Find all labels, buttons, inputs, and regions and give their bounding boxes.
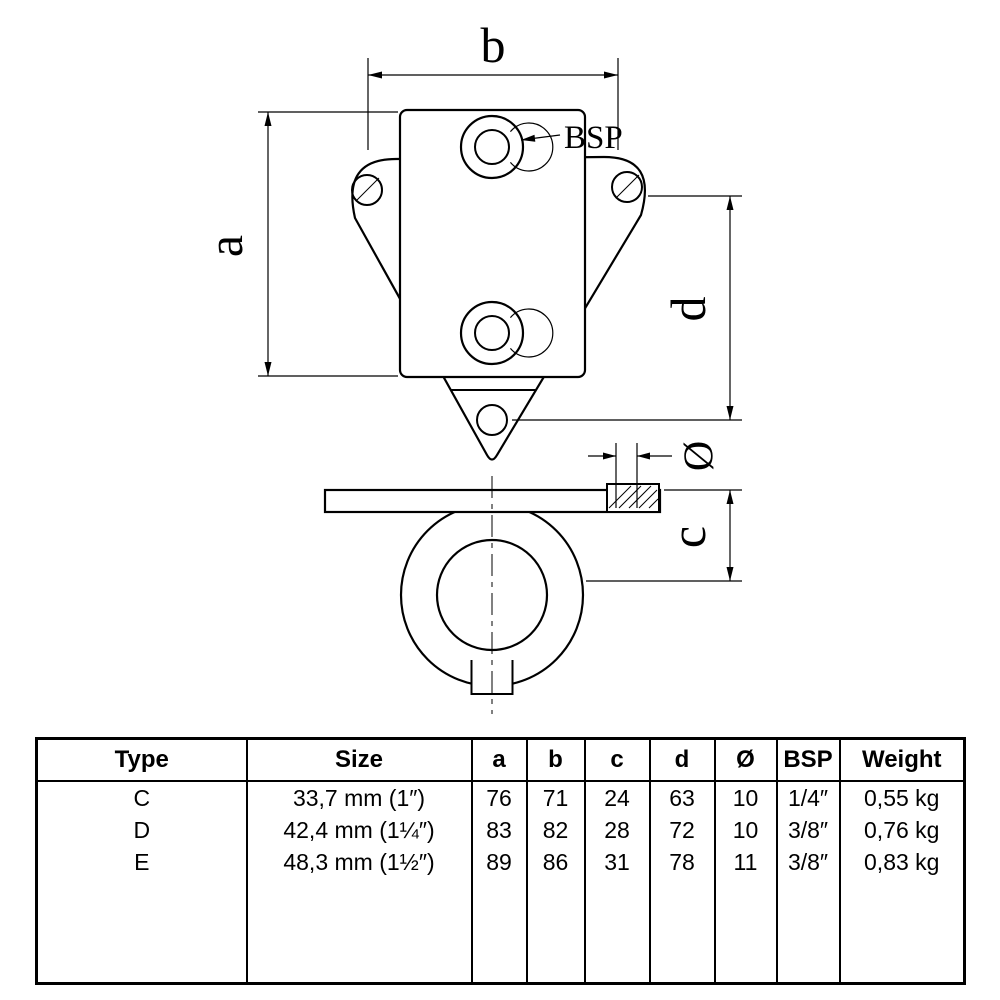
left-ear-hole <box>351 174 383 206</box>
bsp-callout: BSP <box>520 120 623 156</box>
table-cell: 72 <box>648 814 715 846</box>
header-cell-c: c <box>583 738 650 782</box>
table-cell: 1/4″ <box>775 781 840 814</box>
left-ear-hole-mark <box>355 177 380 202</box>
table-cell: 48,3 mm (1½″) <box>245 846 472 878</box>
arrowhead <box>637 452 650 460</box>
table-cell: 31 <box>583 846 650 878</box>
front-view <box>351 108 646 461</box>
top-bsp-hole-inner <box>474 129 510 165</box>
dim-label-d: d <box>660 297 716 322</box>
arrowhead <box>726 567 734 581</box>
right-ear-hole <box>611 171 643 203</box>
side-view <box>323 476 662 714</box>
table-header-row: Type Size a b c d Ø BSP Weight <box>36 738 965 782</box>
arrowhead <box>604 71 618 79</box>
header-cell-diameter: Ø <box>713 738 777 782</box>
arrowhead <box>264 112 272 126</box>
arrowhead <box>726 490 734 504</box>
table-cell: 71 <box>525 781 585 814</box>
table-cell: 63 <box>648 781 715 814</box>
dim-label-diameter: Ø <box>677 441 723 471</box>
header-cell-b: b <box>525 738 585 782</box>
dimension-c: c <box>586 489 742 582</box>
table-cell: 3/8″ <box>775 814 840 846</box>
table-cell: 3/8″ <box>775 846 840 878</box>
table-cell: 78 <box>648 846 715 878</box>
arrowhead <box>368 71 382 79</box>
bottom-bsp-hole-inner <box>474 315 510 351</box>
dim-label-b: b <box>481 17 506 73</box>
arrowhead <box>726 406 734 420</box>
table-cell: D <box>133 816 151 843</box>
table-cell: E <box>134 848 150 875</box>
table-cell: 10 <box>713 781 777 814</box>
bottom-bsp-hole-outer <box>459 300 525 366</box>
table-cell: 24 <box>583 781 650 814</box>
arrowhead <box>726 196 734 210</box>
table-cell: 76 <box>470 781 527 814</box>
table-cell-empty <box>525 878 585 984</box>
table-cell: 89 <box>470 846 527 878</box>
clamp-slot <box>470 660 514 695</box>
table-cell: 10 <box>713 814 777 846</box>
table-cell: 83 <box>470 814 527 846</box>
table-filler-row <box>37 878 965 984</box>
technical-drawing: b a d BSP <box>197 17 742 714</box>
right-ear-hole-mark <box>615 174 640 199</box>
bottom-bsp-hole-thread <box>509 308 554 358</box>
dimension-a: a <box>197 111 398 377</box>
header-cell-weight: Weight <box>838 738 965 782</box>
spec-table: Type Size a b c d Ø BSP Weight C 33,7 mm… <box>35 737 966 985</box>
table-cell-empty <box>713 878 777 984</box>
table-cell: 11 <box>713 846 777 878</box>
spec-table-container: Type Size a b c d Ø BSP Weight C 33,7 mm… <box>35 737 966 985</box>
table-cell-empty <box>838 878 965 984</box>
table-cell-empty <box>245 878 472 984</box>
header-cell-d: d <box>648 738 715 782</box>
table-cell: 86 <box>525 846 585 878</box>
table-row-type-d: D 42,4 mm (1¼″) 83 82 28 72 10 3/8″ 0,76… <box>37 814 965 846</box>
table-cell: 28 <box>583 814 650 846</box>
fitting-body <box>398 108 587 379</box>
table-cell-empty <box>775 878 840 984</box>
lower-lug-hole <box>476 404 508 436</box>
table-row-type-e: E 48,3 mm (1½″) 89 86 31 78 11 3/8″ 0,83… <box>37 846 965 878</box>
arrowhead <box>521 134 536 142</box>
table-cell-empty <box>583 878 650 984</box>
top-bsp-hole-thread <box>509 122 554 172</box>
header-cell-bsp: BSP <box>775 738 840 782</box>
arrowhead <box>264 362 272 376</box>
dim-label-a: a <box>197 235 253 257</box>
table-cell-empty <box>470 878 527 984</box>
table-cell: 33,7 mm (1″) <box>245 781 472 814</box>
top-bsp-hole-outer <box>459 114 525 180</box>
dimension-b: b <box>367 17 619 150</box>
header-cell-type: Type <box>36 738 247 782</box>
table-cell: 82 <box>525 814 585 846</box>
header-cell-size: Size <box>245 738 472 782</box>
table-cell: 0,55 kg <box>838 781 965 814</box>
bsp-label: BSP <box>564 120 623 156</box>
table-cell-empty <box>37 878 247 984</box>
table-cell: 42,4 mm (1¼″) <box>245 814 472 846</box>
dimension-d: d <box>512 195 742 421</box>
header-cell-a: a <box>470 738 527 782</box>
table-cell: C <box>133 784 151 811</box>
table-row-type-c: C 33,7 mm (1″) 76 71 24 63 10 1/4″ 0,55 … <box>37 781 965 814</box>
dim-label-c: c <box>660 526 716 548</box>
table-cell: 0,76 kg <box>838 814 965 846</box>
table-cell-empty <box>648 878 715 984</box>
arrowhead <box>603 452 616 460</box>
thread-stub <box>606 483 660 513</box>
dimension-diameter: Ø <box>588 441 723 508</box>
table-cell: 0,83 kg <box>838 846 965 878</box>
